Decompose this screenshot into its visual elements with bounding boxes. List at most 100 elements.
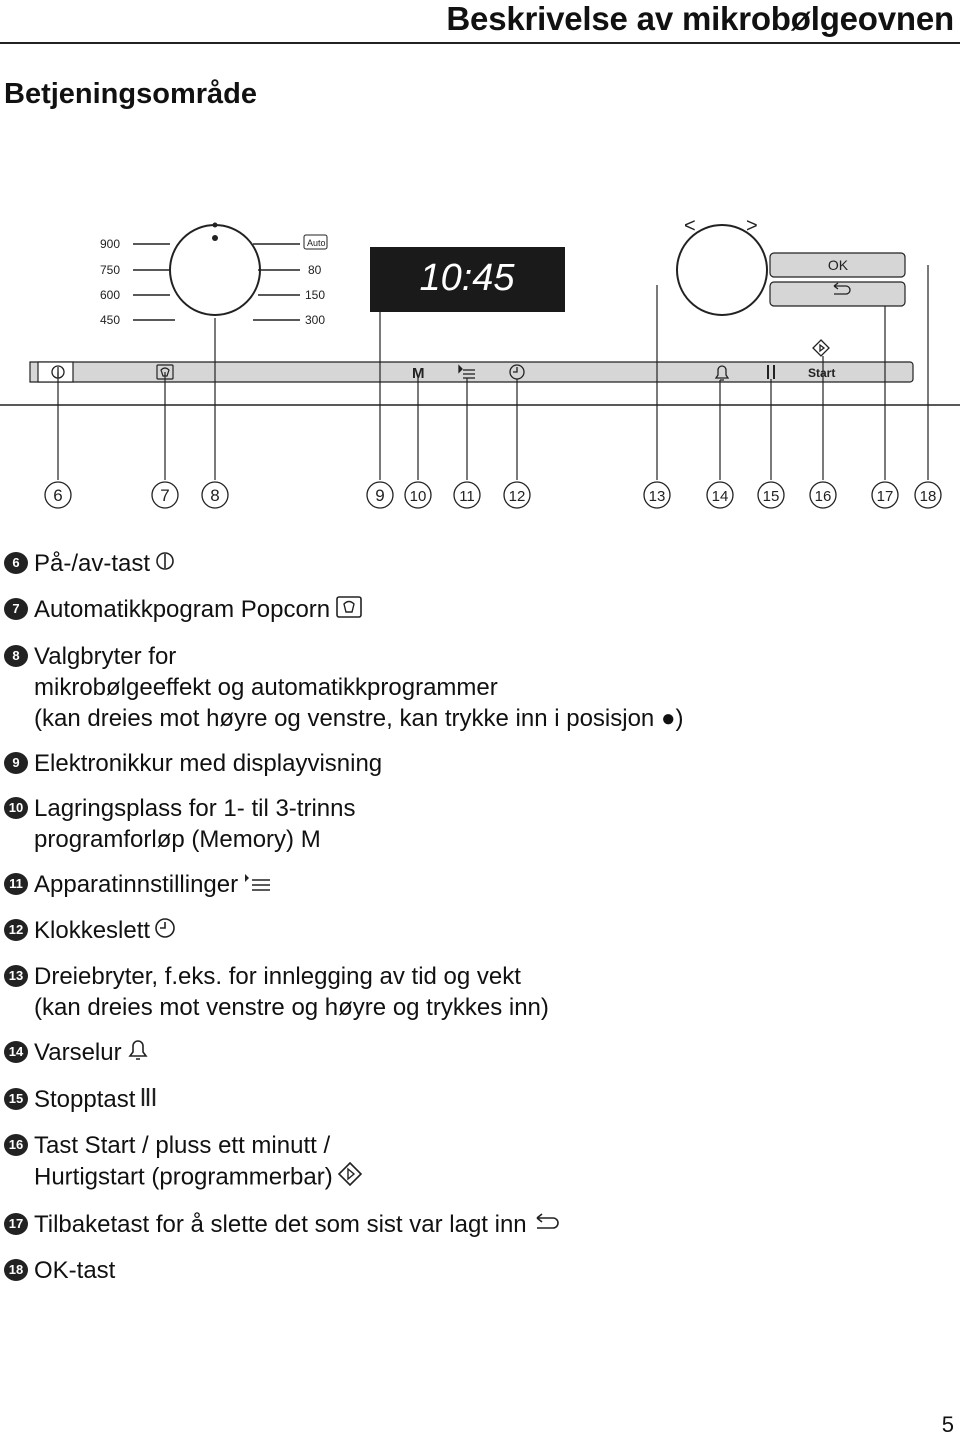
callout-number: 6 [53,486,62,505]
legend-item: 6 På-/av-tast [4,548,944,580]
start-icon [337,1161,363,1195]
callout-circle [453,481,481,509]
control-panel-diagram: 900 750 600 450 Auto 80 150 300 10:45 < … [0,215,960,509]
nav-left-label: < [684,215,696,237]
program-level-label: 300 [305,313,325,327]
callout-circle [44,481,72,509]
page-title: Beskrivelse av mikrobølgeovnen [446,0,954,37]
ok-button [769,252,906,278]
legend-number: 14 [4,1041,28,1064]
legend-item: 8 Valgbryter for mikrobølgeeffekt og auto… [4,641,944,734]
legend-item: 13 Dreiebryter, f.eks. for innlegging av … [4,961,944,1023]
callout-circle [757,481,785,509]
legend-number: 10 [4,796,28,819]
nav-right-label: > [746,215,758,237]
legend-number: 15 [4,1087,28,1110]
clock-display [370,247,565,312]
stop-icon [767,365,775,379]
auto-label-box [303,234,328,250]
legend-number: 11 [4,872,28,895]
legend-item: 15 Stopptast [4,1084,944,1116]
legend-number: 6 [4,552,28,574]
legend-text: Tast Start / pluss ett minutt / Hurtigst… [34,1130,363,1195]
power-level-label: 450 [100,313,120,327]
button-strip [29,361,914,383]
ok-button-label: OK [828,257,849,273]
callout-circle [914,481,942,509]
legend-text: Varselur [34,1037,150,1070]
legend-number: 18 [4,1259,28,1282]
legend-text: OK-tast [34,1257,116,1285]
bell-icon [126,1038,150,1070]
legend-number: 17 [4,1212,28,1235]
legend-item: 7 Automatikkpogram Popcorn [4,594,944,627]
program-level-label: 80 [308,263,322,277]
legend-number: 12 [4,918,28,941]
legend-text: Automatikkpogram Popcorn [34,594,364,627]
start-button-label: Start [808,366,835,380]
callout-number: 15 [763,488,780,505]
callout-circle [366,481,394,509]
callout-circle [643,481,671,509]
legend-item: 17 Tilbaketast for å slette det som sist … [4,1209,944,1241]
power-scale-left [133,243,175,321]
popcorn-icon [334,595,364,627]
power-level-label: 600 [100,288,120,302]
callout-number: 10 [410,488,427,505]
auto-label: Auto [307,238,326,248]
legend-number: 8 [4,644,28,667]
callout-number: 7 [160,486,169,505]
legend-text: Apparatinnstillinger [34,869,272,901]
legend-text: På-/av-tast [34,548,176,580]
legend-number: 13 [4,965,28,988]
callout-number: 9 [375,486,384,505]
legend-text: Stopptast [34,1084,161,1116]
legend-item: 14 Varselur [4,1037,944,1070]
legend-text: Dreiebryter, f.eks. for innlegging av ti… [34,963,549,1022]
header-rule [0,42,960,44]
callout-circle [503,481,531,509]
legend-text: Klokkeslett [34,915,176,947]
bell-icon [714,365,730,381]
page-number: 5 [941,1412,954,1437]
start-icon [812,339,830,357]
display-time: 10:45 [419,257,515,299]
callout-number: 12 [509,488,526,505]
legend-item: 18 OK-tast [4,1255,944,1286]
program-level-label: 150 [305,288,325,302]
power-button-panel [37,361,74,383]
power-level-label: 750 [100,263,120,277]
back-icon [531,1210,561,1241]
legend-number: 16 [4,1133,28,1156]
settings-icon [242,870,272,901]
legend-item: 12 Klokkeslett [4,915,944,947]
legend-text: Valgbryter for mikrobølgeeffekt og autom… [34,642,684,732]
callout-number: 16 [815,488,832,505]
callout-leader-lines [57,265,929,480]
callout-number: 17 [877,488,894,505]
memory-button-label: M [412,365,425,382]
settings-icon [458,364,475,379]
knob-position-dot [212,222,218,228]
knob-indicator-dot [212,235,218,241]
callout-number: 8 [210,486,219,505]
callout-circle [151,481,179,509]
callout-number: 11 [459,488,475,505]
legend-item: 11 Apparatinnstillinger [4,869,944,901]
legend-text: Tilbaketast for å slette det som sist va… [34,1209,561,1241]
callout-circle [404,481,432,509]
legend-item: 16 Tast Start / pluss ett minutt / Hurtig… [4,1130,944,1195]
back-icon [833,282,851,295]
legend-number: 7 [4,598,28,621]
callout-circle [871,481,899,509]
legend-text: Elektronikkur med displayvisning [34,749,383,777]
clock-icon [154,916,176,947]
power-level-label: 900 [100,237,120,251]
callout-number: 18 [920,488,937,505]
stop-icon [139,1085,161,1116]
power-icon [154,549,176,580]
section-title: Betjeningsområde [4,78,257,110]
